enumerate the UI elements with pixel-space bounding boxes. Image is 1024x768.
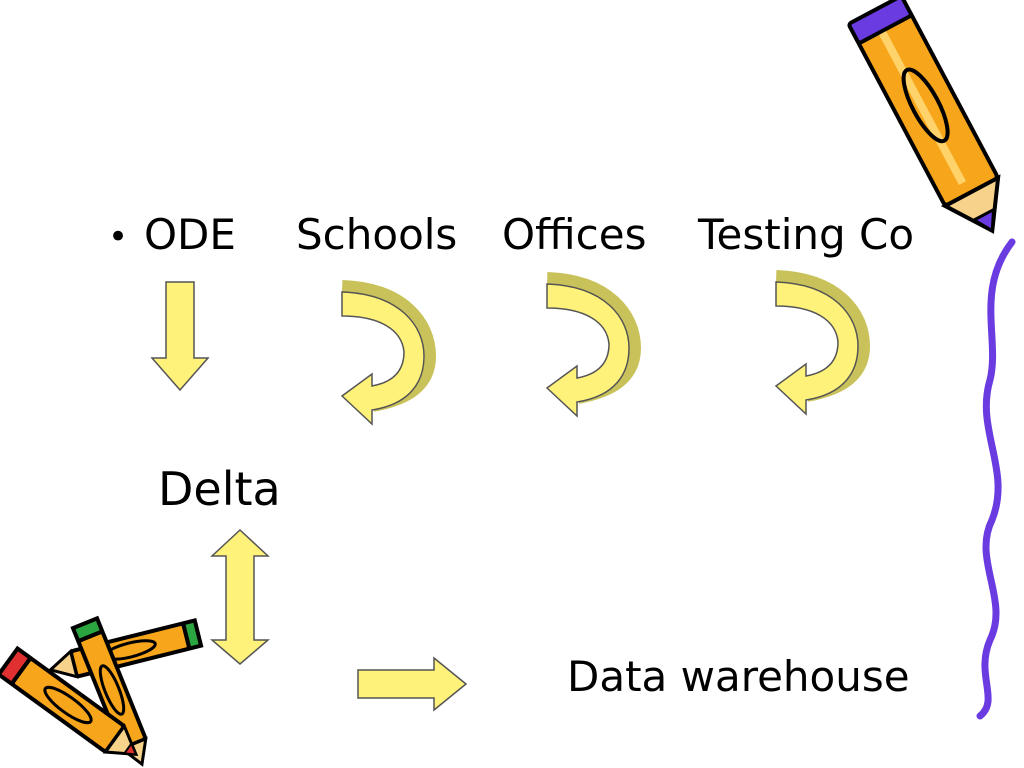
squiggle-line xyxy=(976,238,1016,720)
label-data-warehouse: Data warehouse xyxy=(567,652,910,701)
label-delta: Delta xyxy=(158,462,281,516)
up-down-arrow xyxy=(209,528,271,665)
label-offices: Offices xyxy=(502,210,647,259)
down-arrow-ode xyxy=(150,281,210,392)
curved-arrow-offices xyxy=(545,272,642,418)
curved-arrow-testing xyxy=(774,270,871,416)
crossed-pencils-icon xyxy=(0,615,204,767)
label-ode: ODE xyxy=(144,210,236,259)
label-testing-co: Testing Co xyxy=(698,210,915,259)
bullet-marker: • xyxy=(108,217,129,257)
right-arrow xyxy=(357,656,468,712)
pencil-icon xyxy=(847,0,1001,234)
curved-arrow-schools xyxy=(340,280,437,426)
label-schools: Schools xyxy=(296,210,458,259)
